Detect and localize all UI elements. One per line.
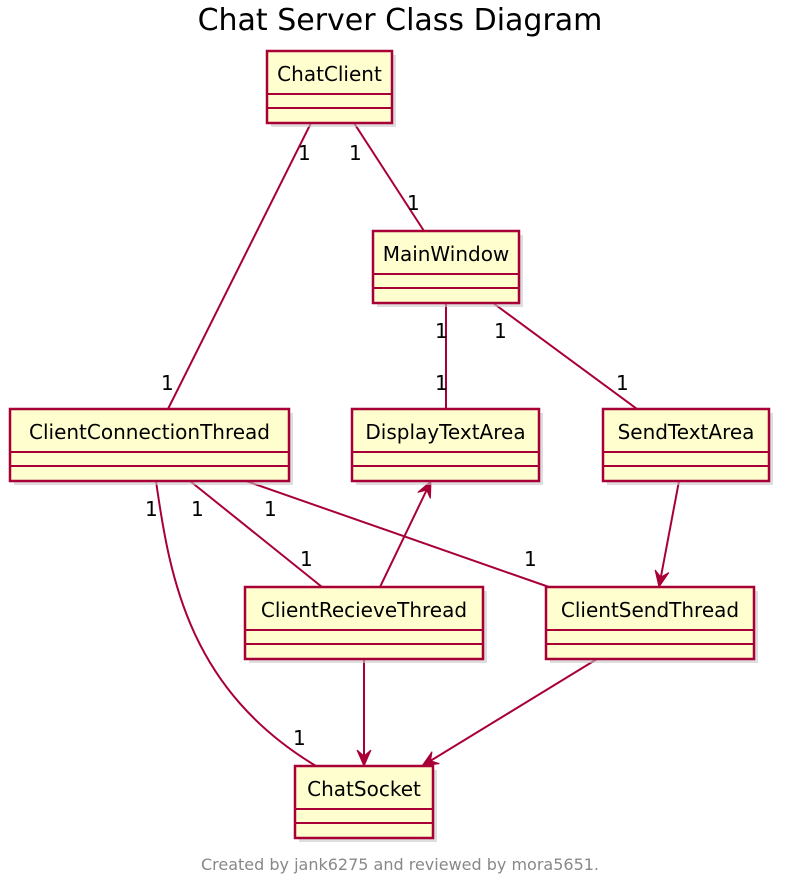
class-display-text-area: DisplayTextArea — [350, 407, 543, 485]
relation-send-text-area-client-send-thread — [658, 480, 680, 588]
relation-main-window-display-text-area-to-multiplicity: 1 — [435, 371, 448, 395]
relation-client-connection-thread-client-send-thread — [245, 480, 550, 588]
relation-main-window-display-text-area-from-multiplicity: 1 — [435, 319, 448, 343]
relation-chat-client-main-window — [353, 122, 425, 232]
relation-client-connection-thread-chat-socket-from-multiplicity: 1 — [145, 497, 158, 521]
class-display-text-area-name: DisplayTextArea — [365, 420, 525, 444]
class-client-recieve-thread-name: ClientRecieveThread — [261, 598, 467, 622]
class-client-connection-thread-name: ClientConnectionThread — [29, 420, 270, 444]
relation-client-connection-thread-client-recieve-thread — [189, 480, 323, 588]
relation-chat-client-main-window-to-multiplicity: 1 — [407, 191, 420, 215]
class-display-text-area-box — [350, 407, 541, 483]
relation-client-recieve-thread-display-text-area-arrowhead — [417, 479, 432, 499]
classes-layer: ChatClientMainWindowClientConnectionThre… — [8, 49, 773, 842]
class-client-recieve-thread-box — [243, 585, 485, 661]
relation-main-window-send-text-area — [492, 302, 638, 410]
relation-client-recieve-thread-chat-socket-arrowhead — [356, 749, 372, 768]
class-main-window: MainWindow — [371, 229, 523, 307]
class-chat-client: ChatClient — [265, 49, 396, 127]
relation-chat-client-client-connection-thread-from-multiplicity: 1 — [298, 141, 311, 165]
relation-client-connection-thread-client-recieve-thread-from-multiplicity: 1 — [191, 497, 204, 521]
diagram-title: Chat Server Class Diagram — [198, 3, 603, 38]
class-chat-client-box — [265, 49, 394, 125]
class-main-window-box — [371, 229, 521, 305]
class-chat-socket-box — [293, 764, 435, 840]
class-client-connection-thread: ClientConnectionThread — [8, 407, 293, 485]
relation-send-text-area-client-send-thread-arrowhead — [654, 569, 670, 589]
relation-main-window-send-text-area-from-multiplicity: 1 — [494, 319, 507, 343]
relation-client-recieve-thread-display-text-area — [379, 480, 432, 588]
relation-client-send-thread-chat-socket — [421, 658, 598, 767]
class-main-window-name: MainWindow — [383, 242, 510, 266]
multiplicities-layer: 1 1 1 1 1 1 1 1 1 1 1 1 1 1 — [145, 141, 629, 750]
relation-chat-client-client-connection-thread — [167, 122, 312, 410]
relation-client-send-thread-chat-socket-arrowhead — [420, 751, 440, 767]
class-client-send-thread-name: ClientSendThread — [561, 598, 739, 622]
class-send-text-area-name: SendTextArea — [618, 420, 755, 444]
class-client-send-thread: ClientSendThread — [544, 585, 758, 663]
relation-client-connection-thread-chat-socket — [155, 480, 317, 767]
relation-chat-client-main-window-from-multiplicity: 1 — [349, 141, 362, 165]
diagram-footer: Created by jank6275 and reviewed by mora… — [201, 855, 599, 874]
class-send-text-area-box — [601, 407, 771, 483]
class-chat-socket-name: ChatSocket — [307, 777, 421, 801]
relations-layer — [155, 122, 680, 768]
class-chat-client-name: ChatClient — [277, 62, 382, 86]
relation-main-window-send-text-area-to-multiplicity: 1 — [616, 371, 629, 395]
relation-chat-client-client-connection-thread-to-multiplicity: 1 — [161, 371, 174, 395]
class-send-text-area: SendTextArea — [601, 407, 773, 485]
relation-client-connection-thread-client-send-thread-from-multiplicity: 1 — [264, 497, 277, 521]
relation-client-connection-thread-client-send-thread-to-multiplicity: 1 — [524, 547, 537, 571]
class-chat-socket: ChatSocket — [293, 764, 437, 842]
class-client-send-thread-box — [544, 585, 756, 661]
class-client-connection-thread-box — [8, 407, 291, 483]
relation-client-connection-thread-chat-socket-to-multiplicity: 1 — [293, 726, 306, 750]
class-client-recieve-thread: ClientRecieveThread — [243, 585, 487, 663]
relation-client-connection-thread-client-recieve-thread-to-multiplicity: 1 — [300, 547, 313, 571]
